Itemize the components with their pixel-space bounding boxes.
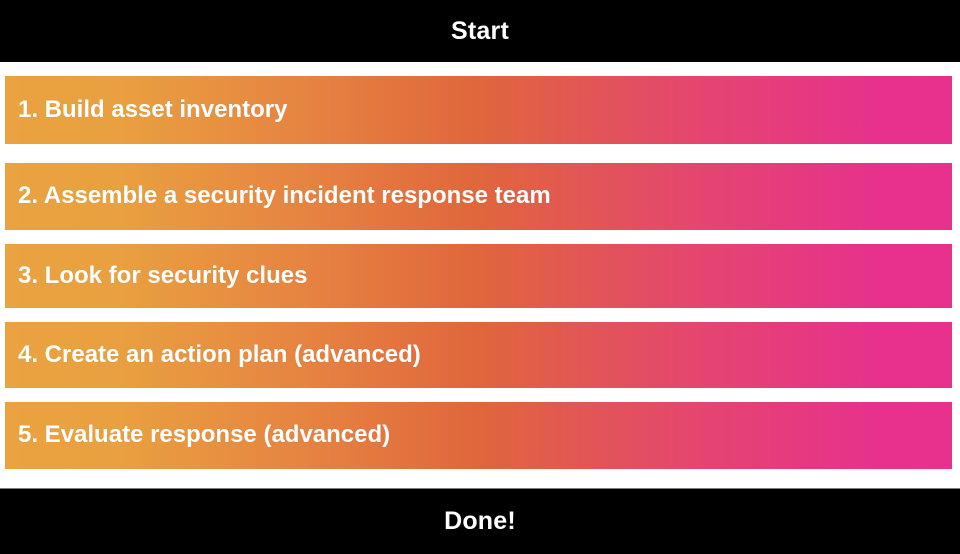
- step-label-3: 3. Look for security clues: [18, 261, 308, 289]
- step-bar-5[interactable]: 5. Evaluate response (advanced): [5, 402, 952, 469]
- start-band: Start: [0, 0, 960, 62]
- start-label: Start: [451, 16, 509, 45]
- step-label-1: 1. Build asset inventory: [18, 95, 288, 123]
- step-bar-3[interactable]: 3. Look for security clues: [5, 244, 952, 308]
- step-label-4: 4. Create an action plan (advanced): [18, 340, 421, 368]
- done-label: Done!: [444, 507, 516, 535]
- step-label-2: 2. Assemble a security incident response…: [18, 182, 551, 210]
- step-bar-2[interactable]: 2. Assemble a security incident response…: [5, 163, 952, 230]
- step-bar-1[interactable]: 1. Build asset inventory: [5, 76, 952, 144]
- done-band: Done!: [0, 488, 960, 554]
- step-label-5: 5. Evaluate response (advanced): [18, 421, 391, 449]
- step-bar-4[interactable]: 4. Create an action plan (advanced): [5, 322, 952, 388]
